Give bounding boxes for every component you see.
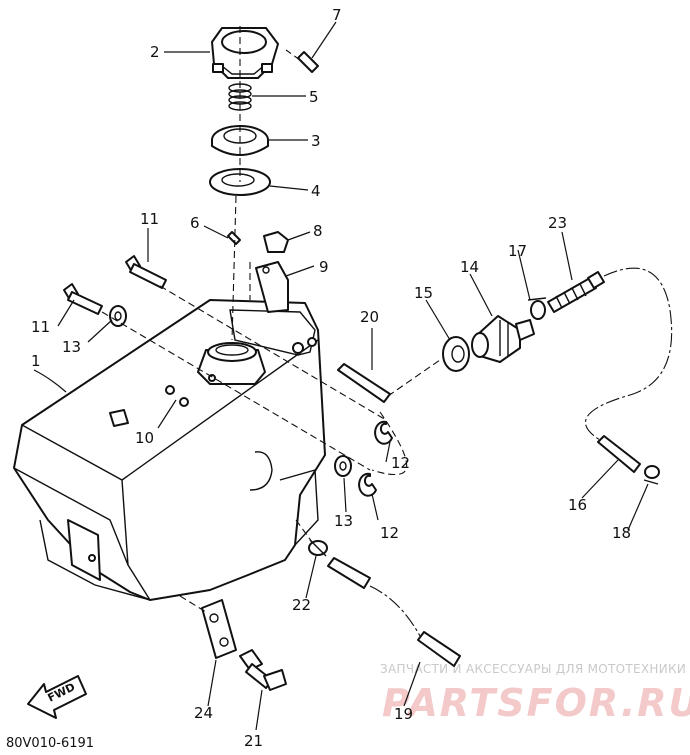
bracket bbox=[255, 261, 289, 313]
callout-11-upper: 11 bbox=[140, 210, 159, 228]
oil-tank-body bbox=[13, 299, 326, 601]
mount-plate bbox=[201, 599, 237, 659]
hose-19-lower bbox=[417, 631, 461, 667]
callout-22: 22 bbox=[292, 596, 311, 614]
bolt-21 bbox=[239, 649, 287, 691]
bolt-upper bbox=[125, 255, 167, 289]
clamp-18 bbox=[643, 465, 660, 485]
nuts bbox=[165, 385, 189, 407]
callout-7: 7 bbox=[332, 6, 342, 24]
callout-19: 19 bbox=[394, 705, 413, 723]
callout-24: 24 bbox=[194, 704, 213, 722]
union-fitting bbox=[471, 315, 535, 363]
callout-12-upper: 12 bbox=[391, 454, 410, 472]
callout-10: 10 bbox=[135, 429, 154, 447]
circlip-lower bbox=[358, 472, 377, 497]
callout-4: 4 bbox=[311, 182, 321, 200]
callout-21: 21 bbox=[244, 732, 263, 750]
circlip-upper bbox=[374, 420, 393, 445]
callout-1: 1 bbox=[31, 352, 41, 370]
callout-12-lower: 12 bbox=[380, 524, 399, 542]
cap-pin bbox=[297, 51, 319, 73]
hose-19-upper bbox=[327, 557, 371, 589]
assembly-lines bbox=[101, 26, 441, 613]
washer-left bbox=[109, 305, 127, 327]
forward-arrow-icon: FWD bbox=[27, 675, 87, 719]
drawing-code: 80V010-6191 bbox=[6, 736, 94, 751]
callout-23: 23 bbox=[548, 214, 567, 232]
callout-5: 5 bbox=[309, 88, 319, 106]
callout-13-left: 13 bbox=[62, 338, 81, 356]
callout-6: 6 bbox=[190, 214, 200, 232]
callout-14: 14 bbox=[460, 258, 479, 276]
hose-clip bbox=[263, 231, 289, 253]
callout-18: 18 bbox=[612, 524, 631, 542]
hose-16 bbox=[597, 435, 641, 473]
callout-15: 15 bbox=[414, 284, 433, 302]
callout-3: 3 bbox=[311, 132, 321, 150]
callout-20: 20 bbox=[360, 308, 379, 326]
grommet bbox=[442, 336, 470, 372]
tank-cap bbox=[211, 27, 279, 79]
callouts: 1 2 3 4 5 6 7 8 9 10 11 11 12 12 13 13 1… bbox=[31, 6, 631, 750]
callout-11-lower: 11 bbox=[31, 318, 50, 336]
callout-9: 9 bbox=[319, 258, 329, 276]
bolt-lower bbox=[63, 283, 103, 315]
callout-16: 16 bbox=[568, 496, 587, 514]
strainer-spring bbox=[547, 271, 605, 313]
watermark-tagline: ЗАПЧАСТИ И АКСЕССУАРЫ ДЛЯ МОТОТЕХНИКИ bbox=[380, 662, 686, 676]
callout-2: 2 bbox=[150, 43, 160, 61]
callout-8: 8 bbox=[313, 222, 323, 240]
callout-17: 17 bbox=[508, 242, 527, 260]
washer-lower bbox=[334, 455, 352, 477]
hose-routing bbox=[369, 267, 673, 637]
clamp-17 bbox=[527, 297, 547, 320]
tank-filler-neck bbox=[197, 337, 317, 385]
vent-pin bbox=[227, 231, 241, 245]
leader-lines bbox=[33, 21, 649, 731]
callout-13-lower: 13 bbox=[334, 512, 353, 530]
watermark-logo: PARTSFOR.RU bbox=[382, 681, 690, 725]
hose-20 bbox=[337, 363, 391, 403]
clamp-22 bbox=[308, 539, 328, 557]
